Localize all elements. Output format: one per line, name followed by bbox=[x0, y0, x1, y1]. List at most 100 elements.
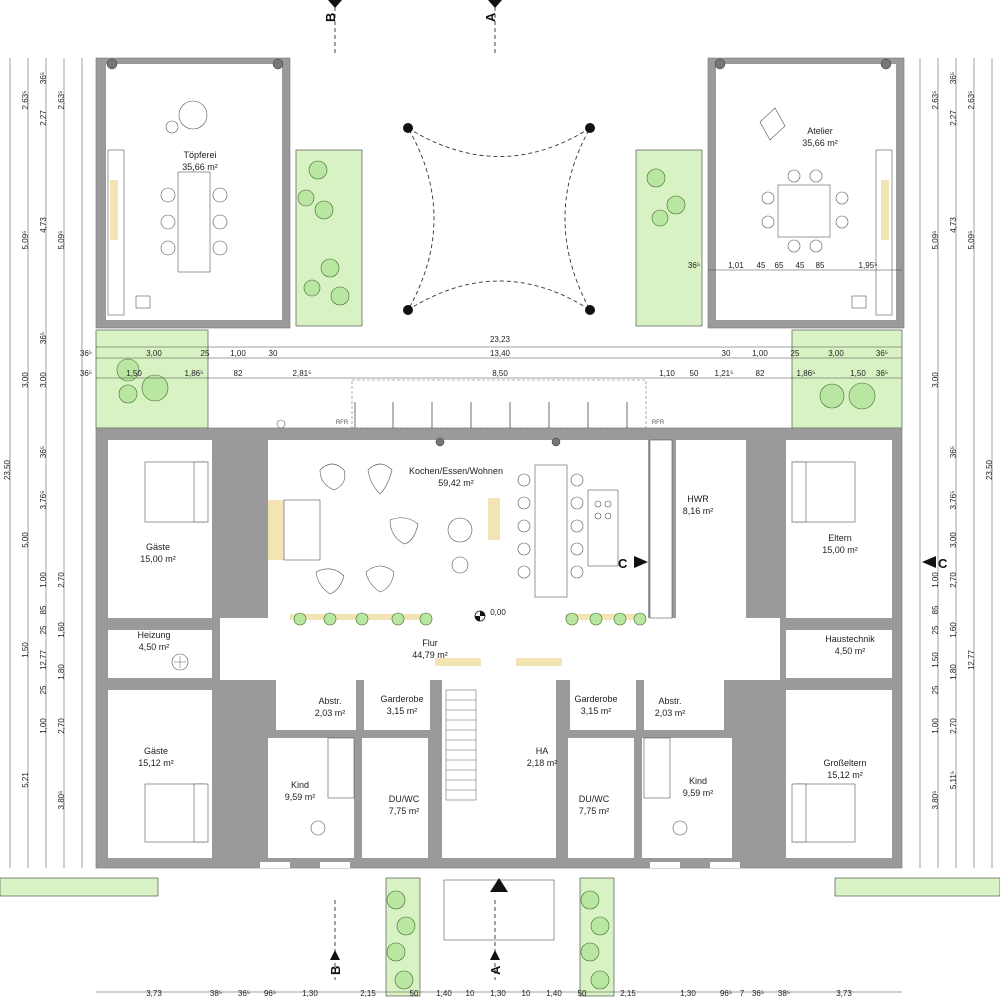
svg-text:25: 25 bbox=[931, 625, 940, 634]
svg-text:RFR: RFR bbox=[652, 420, 665, 426]
svg-text:Heizung: Heizung bbox=[137, 630, 170, 640]
svg-text:30: 30 bbox=[722, 349, 731, 358]
svg-text:1,00: 1,00 bbox=[230, 349, 246, 358]
svg-text:DU/WC: DU/WC bbox=[579, 794, 610, 804]
svg-text:3,15 m²: 3,15 m² bbox=[581, 706, 612, 716]
svg-text:65: 65 bbox=[775, 261, 784, 270]
svg-text:1,00: 1,00 bbox=[39, 718, 48, 734]
section-marker-a-top: A bbox=[483, 0, 502, 55]
svg-text:Gäste: Gäste bbox=[146, 542, 170, 552]
planter-top-right bbox=[635, 149, 703, 327]
svg-text:96⁵: 96⁵ bbox=[264, 989, 276, 998]
svg-text:12,77: 12,77 bbox=[39, 649, 48, 670]
section-marker-b-bottom: B bbox=[328, 900, 343, 980]
svg-text:36⁵: 36⁵ bbox=[876, 369, 888, 378]
svg-text:A: A bbox=[488, 965, 503, 975]
svg-text:HA: HA bbox=[536, 746, 549, 756]
planter-mid-left bbox=[95, 329, 209, 429]
svg-text:1,50: 1,50 bbox=[931, 652, 940, 668]
svg-text:C: C bbox=[618, 556, 628, 571]
svg-text:36⁵: 36⁵ bbox=[39, 446, 48, 458]
svg-text:2,70: 2,70 bbox=[949, 572, 958, 588]
svg-text:2,27: 2,27 bbox=[39, 110, 48, 126]
svg-text:1,50: 1,50 bbox=[850, 369, 866, 378]
svg-text:1,60: 1,60 bbox=[57, 622, 66, 638]
svg-text:2,63⁵: 2,63⁵ bbox=[967, 91, 976, 110]
svg-text:7,75 m²: 7,75 m² bbox=[579, 806, 610, 816]
svg-text:3,76⁵: 3,76⁵ bbox=[949, 491, 958, 510]
svg-text:1,80: 1,80 bbox=[57, 664, 66, 680]
svg-text:2,15: 2,15 bbox=[360, 989, 376, 998]
svg-text:23,50: 23,50 bbox=[3, 459, 12, 480]
left-dimensions: 23,50 2,63⁵ 5,09⁵ 3,00 5,00 12,77 36⁵ 2,… bbox=[3, 58, 83, 868]
section-marker-a-bottom: A bbox=[488, 900, 503, 980]
svg-text:85: 85 bbox=[816, 261, 825, 270]
svg-text:2,15: 2,15 bbox=[620, 989, 636, 998]
svg-text:Großeltern: Großeltern bbox=[823, 758, 866, 768]
svg-text:36⁵: 36⁵ bbox=[949, 446, 958, 458]
svg-text:2,03 m²: 2,03 m² bbox=[655, 708, 686, 718]
svg-text:3,73: 3,73 bbox=[836, 989, 852, 998]
svg-text:1,00: 1,00 bbox=[931, 572, 940, 588]
svg-text:3,00: 3,00 bbox=[949, 532, 958, 548]
svg-text:36⁵: 36⁵ bbox=[39, 332, 48, 344]
svg-text:25: 25 bbox=[39, 625, 48, 634]
svg-text:5,09⁵: 5,09⁵ bbox=[931, 231, 940, 250]
svg-text:36⁵: 36⁵ bbox=[752, 989, 764, 998]
ground-strip-left bbox=[0, 877, 159, 897]
svg-text:15,12 m²: 15,12 m² bbox=[138, 758, 174, 768]
svg-text:82: 82 bbox=[234, 369, 243, 378]
svg-text:2,63⁵: 2,63⁵ bbox=[931, 91, 940, 110]
svg-text:Gäste: Gäste bbox=[144, 746, 168, 756]
svg-text:2,70: 2,70 bbox=[949, 718, 958, 734]
svg-text:2,63⁵: 2,63⁵ bbox=[21, 91, 30, 110]
svg-text:10: 10 bbox=[522, 989, 531, 998]
svg-text:Haustechnik: Haustechnik bbox=[825, 634, 875, 644]
svg-text:4,73: 4,73 bbox=[949, 217, 958, 233]
svg-text:15,00 m²: 15,00 m² bbox=[822, 545, 858, 555]
svg-text:2,18 m²: 2,18 m² bbox=[527, 758, 558, 768]
svg-text:Garderobe: Garderobe bbox=[574, 694, 617, 704]
section-marker-b-top: B bbox=[323, 0, 342, 55]
svg-text:1,50: 1,50 bbox=[126, 369, 142, 378]
svg-text:45: 45 bbox=[757, 261, 766, 270]
toepferei-pavilion: Töpferei 35,66 m² bbox=[95, 57, 291, 329]
svg-text:3,73: 3,73 bbox=[146, 989, 162, 998]
svg-text:13,40: 13,40 bbox=[490, 349, 511, 358]
entrance bbox=[385, 877, 615, 997]
svg-text:Garderobe: Garderobe bbox=[380, 694, 423, 704]
svg-text:1,30: 1,30 bbox=[490, 989, 506, 998]
dimension-rows: 23,23 36⁵ 3,00 25 1,00 30 13,40 30 1,00 … bbox=[80, 261, 902, 379]
svg-text:9,59 m²: 9,59 m² bbox=[683, 788, 714, 798]
svg-text:1,01: 1,01 bbox=[728, 261, 744, 270]
svg-text:36⁵: 36⁵ bbox=[688, 261, 700, 270]
room-name-atelier: Atelier bbox=[807, 126, 833, 136]
level-marker: 0,00 bbox=[474, 608, 506, 622]
svg-text:2,70: 2,70 bbox=[57, 572, 66, 588]
svg-text:1,80: 1,80 bbox=[949, 664, 958, 680]
svg-text:8,50: 8,50 bbox=[492, 369, 508, 378]
planter-top-left bbox=[295, 149, 363, 327]
svg-text:8,16 m²: 8,16 m² bbox=[683, 506, 714, 516]
svg-text:38⁵: 38⁵ bbox=[210, 989, 222, 998]
svg-text:30: 30 bbox=[269, 349, 278, 358]
svg-text:25: 25 bbox=[931, 685, 940, 694]
svg-text:1,50: 1,50 bbox=[21, 642, 30, 658]
staircase bbox=[435, 658, 562, 801]
svg-text:36⁵: 36⁵ bbox=[876, 349, 888, 358]
bedroom-furniture bbox=[144, 461, 856, 843]
svg-text:5,21: 5,21 bbox=[21, 772, 30, 788]
svg-text:4,73: 4,73 bbox=[39, 217, 48, 233]
svg-text:25: 25 bbox=[39, 685, 48, 694]
svg-text:36⁵: 36⁵ bbox=[39, 72, 48, 84]
svg-text:2,63⁵: 2,63⁵ bbox=[57, 91, 66, 110]
svg-text:4,50 m²: 4,50 m² bbox=[835, 646, 866, 656]
svg-text:59,42 m²: 59,42 m² bbox=[438, 478, 474, 488]
svg-text:36⁵: 36⁵ bbox=[80, 349, 92, 358]
svg-text:2,03 m²: 2,03 m² bbox=[315, 708, 346, 718]
svg-text:Flur: Flur bbox=[422, 638, 438, 648]
svg-text:7: 7 bbox=[740, 989, 745, 998]
kitchen-furniture bbox=[268, 419, 673, 626]
svg-text:5,09⁵: 5,09⁵ bbox=[21, 231, 30, 250]
